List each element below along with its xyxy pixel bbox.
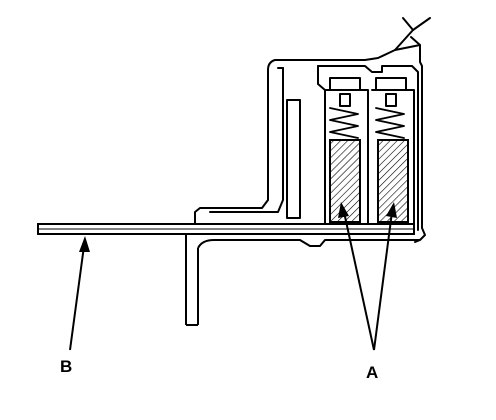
spring-retainer-right <box>375 77 407 107</box>
label-a: A <box>366 363 378 382</box>
return-spring-left <box>329 107 359 139</box>
arrowhead-b <box>79 236 90 252</box>
lower-bracket <box>185 234 420 326</box>
arrowhead-a-right <box>386 202 397 218</box>
feeler-plate <box>37 223 415 235</box>
label-b: B <box>60 357 72 376</box>
spring-retainer-left <box>329 77 361 107</box>
leader-arrow-a-left <box>343 211 375 351</box>
housing <box>194 17 431 243</box>
return-spring-right <box>375 107 405 139</box>
leader-arrow-a-right <box>373 211 393 351</box>
arrowhead-a-left <box>338 202 349 218</box>
piston-left <box>329 139 361 223</box>
leader-arrow-b <box>69 245 85 351</box>
